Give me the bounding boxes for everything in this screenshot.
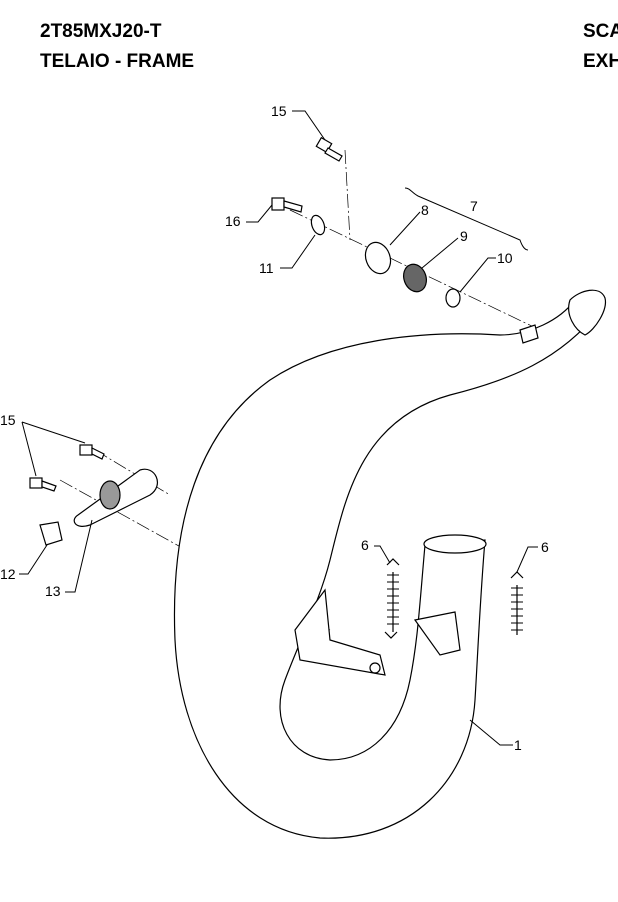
callout-1: 1 bbox=[514, 737, 522, 753]
callout-6-left: 6 bbox=[361, 537, 369, 553]
callout-11: 11 bbox=[259, 260, 274, 276]
group-title: TELAIO - FRAME bbox=[40, 51, 195, 72]
callout-6-right: 6 bbox=[541, 539, 549, 555]
axis-line-bolt bbox=[344, 149, 351, 241]
callout-10: 10 bbox=[497, 250, 513, 266]
callout-8: 8 bbox=[421, 202, 429, 218]
mounting-bracket bbox=[294, 588, 386, 676]
section-title-line2: EXH bbox=[583, 51, 618, 72]
clip-12 bbox=[39, 521, 63, 546]
callout-13: 13 bbox=[45, 583, 61, 599]
callout-15-top: 15 bbox=[271, 103, 287, 119]
exhaust-pipe bbox=[173, 289, 607, 839]
callout-9: 9 bbox=[460, 228, 468, 244]
spring-left bbox=[384, 558, 400, 639]
grommet-9 bbox=[403, 263, 427, 293]
bolt-15-left-upper bbox=[79, 444, 105, 460]
callout-15-left: 15 bbox=[0, 412, 16, 428]
washer-11 bbox=[310, 214, 326, 236]
model-code: 2T85MXJ20-T bbox=[40, 21, 162, 42]
bolt-15-top bbox=[315, 136, 343, 162]
callout-7: 7 bbox=[470, 198, 478, 214]
spacer-10 bbox=[445, 288, 461, 308]
bolt-15-left-lower bbox=[29, 477, 57, 492]
bolt-16 bbox=[271, 197, 303, 213]
section-title-line1: SCA bbox=[583, 21, 618, 42]
bushing-8 bbox=[364, 241, 392, 275]
callout-12: 12 bbox=[0, 566, 16, 582]
group-bracket-7 bbox=[404, 187, 529, 251]
axis-line-bolt2 bbox=[94, 449, 171, 496]
spring-right bbox=[510, 571, 524, 635]
callout-16: 16 bbox=[225, 213, 241, 229]
